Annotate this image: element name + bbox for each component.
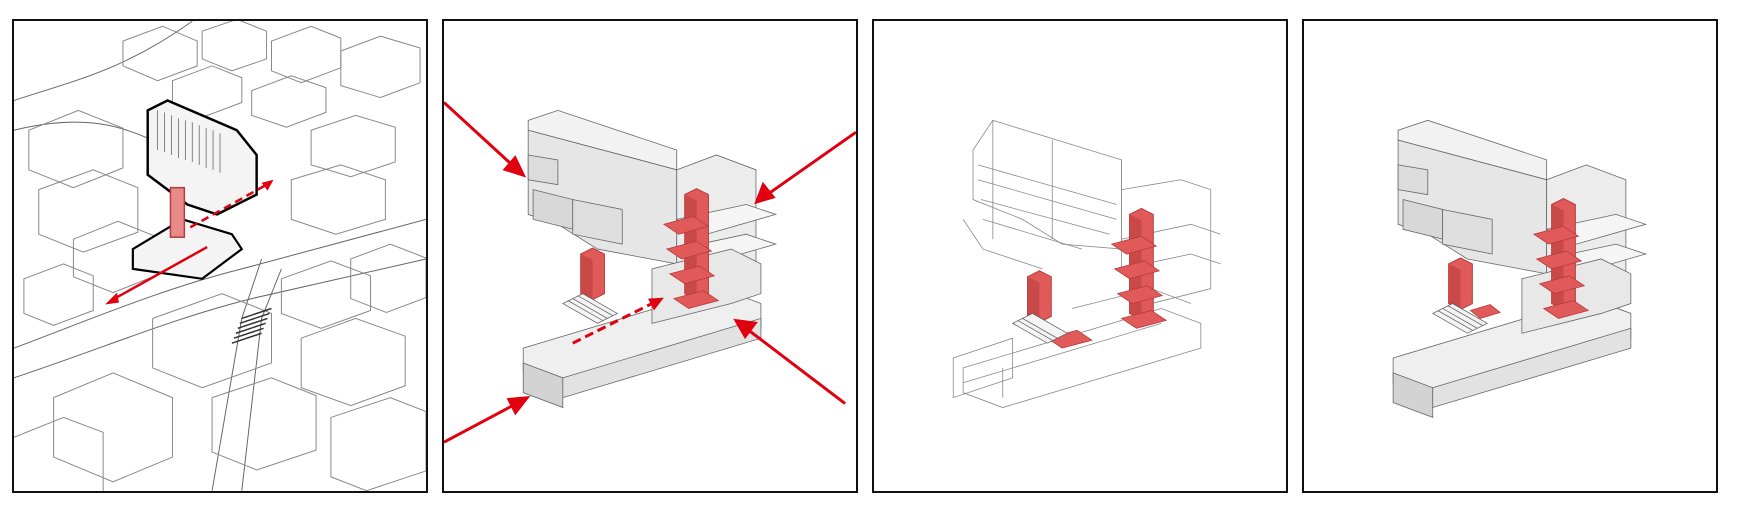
- red-volumes: [580, 188, 720, 309]
- access-massing-drawing: [444, 101, 856, 444]
- solid-red-volumes: [1448, 198, 1590, 319]
- red-core-volume: [169, 186, 186, 238]
- wireframe-red-volumes: [1027, 207, 1168, 349]
- solid-stair: [1432, 303, 1488, 334]
- focus-building: [131, 99, 258, 280]
- solid-massing-drawing: [1392, 119, 1648, 419]
- path-arrows: [105, 179, 274, 305]
- site-context-drawing: [14, 21, 426, 491]
- building-mass: [522, 109, 778, 409]
- wireframe-drawing: [952, 119, 1221, 408]
- access-arrows-panel: [442, 19, 858, 493]
- crosswalk: [231, 307, 272, 344]
- solid-mass: [1392, 119, 1648, 419]
- circulation-path: [572, 297, 664, 345]
- wireframe-panel: [872, 19, 1288, 493]
- stair: [562, 293, 619, 324]
- solid-massing-panel: [1302, 19, 1718, 493]
- wireframe-outline: [952, 119, 1221, 408]
- wireframe-stair: [1011, 313, 1068, 344]
- access-arrows: [444, 101, 856, 444]
- site-context-panel: [12, 19, 428, 493]
- context-buildings: [14, 21, 426, 491]
